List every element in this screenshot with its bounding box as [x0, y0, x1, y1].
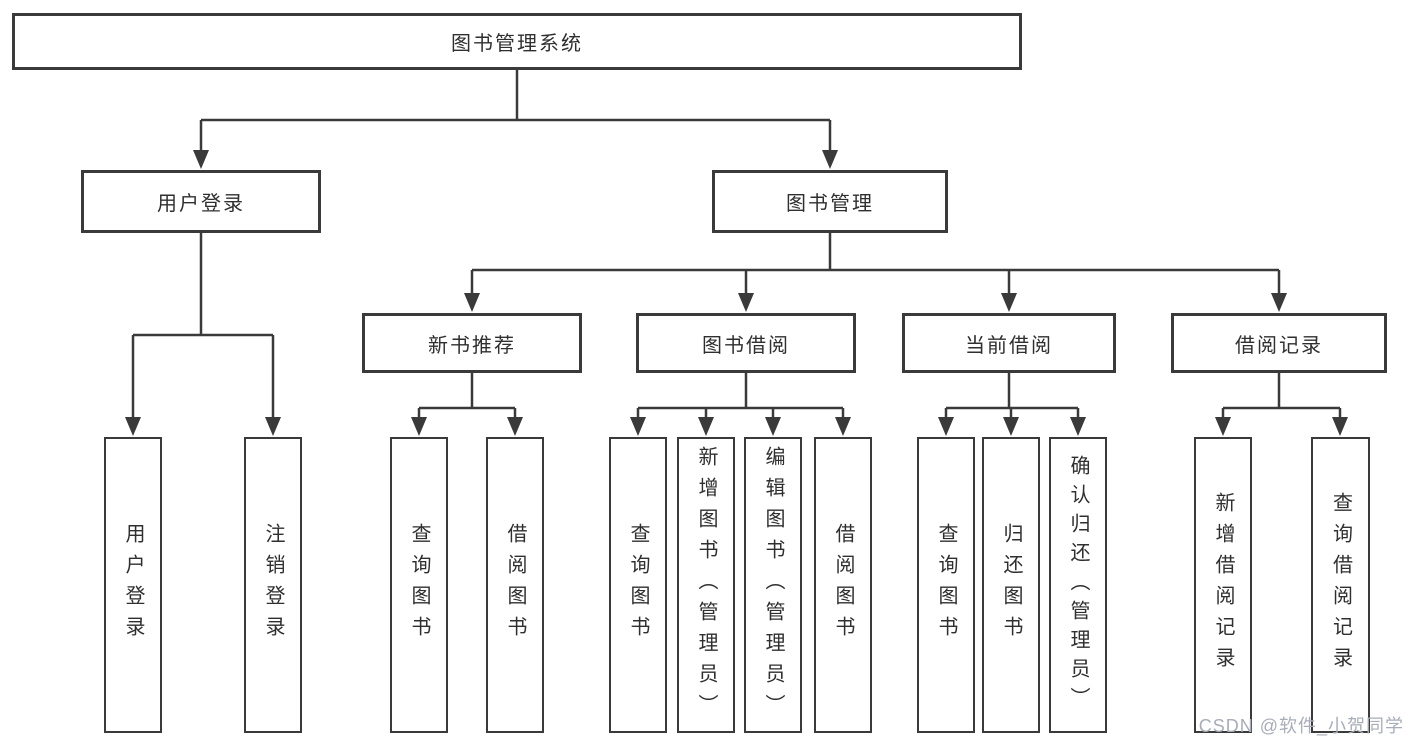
leaf-query-books-current: 查询图书: [917, 437, 975, 733]
leaf-return-book-label: 归还图书: [1000, 523, 1022, 647]
node-new-book-recommend: 新书推荐: [362, 313, 582, 373]
csdn-watermark: CSDN @软件_小贺同学: [1198, 716, 1404, 736]
leaf-query-borrow-record: 查询借阅记录: [1311, 437, 1370, 733]
leaf-edit-book-admin-label: 编辑图书（管理员）: [762, 445, 784, 725]
node-root: 图书管理系统: [12, 13, 1022, 70]
node-current-borrowing: 当前借阅: [902, 313, 1116, 373]
node-book-borrowing-label: 图书借阅: [702, 334, 790, 357]
node-user-login-label: 用户登录: [157, 193, 245, 215]
leaf-add-borrow-record-label: 新增借阅记录: [1212, 492, 1234, 678]
node-current-borrowing-label: 当前借阅: [965, 334, 1053, 357]
leaf-borrow-books-borrowing-label: 借阅图书: [832, 523, 854, 647]
leaf-edit-book-admin: 编辑图书（管理员）: [744, 437, 802, 733]
node-borrowing-records-label: 借阅记录: [1235, 334, 1323, 357]
arrowheads: [125, 150, 1348, 436]
leaf-query-books-borrowing: 查询图书: [609, 437, 667, 733]
leaf-query-borrow-record-label: 查询借阅记录: [1329, 492, 1352, 678]
leaf-confirm-return-admin: 确认归还（管理员）: [1049, 437, 1107, 733]
node-root-label: 图书管理系统: [451, 33, 583, 55]
leaf-logout-label: 注销登录: [262, 523, 284, 647]
leaf-user-login: 用户登录: [104, 437, 162, 733]
leaf-query-books-current-label: 查询图书: [935, 523, 957, 647]
leaf-query-books-recommend: 查询图书: [390, 437, 448, 733]
leaf-logout: 注销登录: [244, 437, 302, 733]
node-book-borrowing: 图书借阅: [636, 313, 856, 373]
leaf-add-borrow-record: 新增借阅记录: [1194, 437, 1252, 733]
leaf-confirm-return-admin-label: 确认归还（管理员）: [1067, 454, 1089, 716]
leaf-add-book-admin: 新增图书（管理员）: [677, 437, 735, 733]
node-book-management: 图书管理: [712, 170, 948, 233]
leaf-borrow-books-borrowing: 借阅图书: [814, 437, 872, 733]
leaf-user-login-label: 用户登录: [122, 523, 144, 647]
node-user-login: 用户登录: [81, 170, 321, 233]
leaf-add-book-admin-label: 新增图书（管理员）: [695, 445, 717, 725]
leaf-query-books-borrowing-label: 查询图书: [627, 523, 649, 647]
leaf-query-books-recommend-label: 查询图书: [408, 523, 430, 647]
leaf-borrow-books-recommend: 借阅图书: [486, 437, 544, 733]
leaf-return-book: 归还图书: [982, 437, 1040, 733]
node-book-management-label: 图书管理: [786, 193, 874, 215]
node-borrowing-records: 借阅记录: [1171, 313, 1387, 373]
node-new-book-recommend-label: 新书推荐: [428, 334, 516, 357]
leaf-borrow-books-recommend-label: 借阅图书: [504, 523, 526, 647]
